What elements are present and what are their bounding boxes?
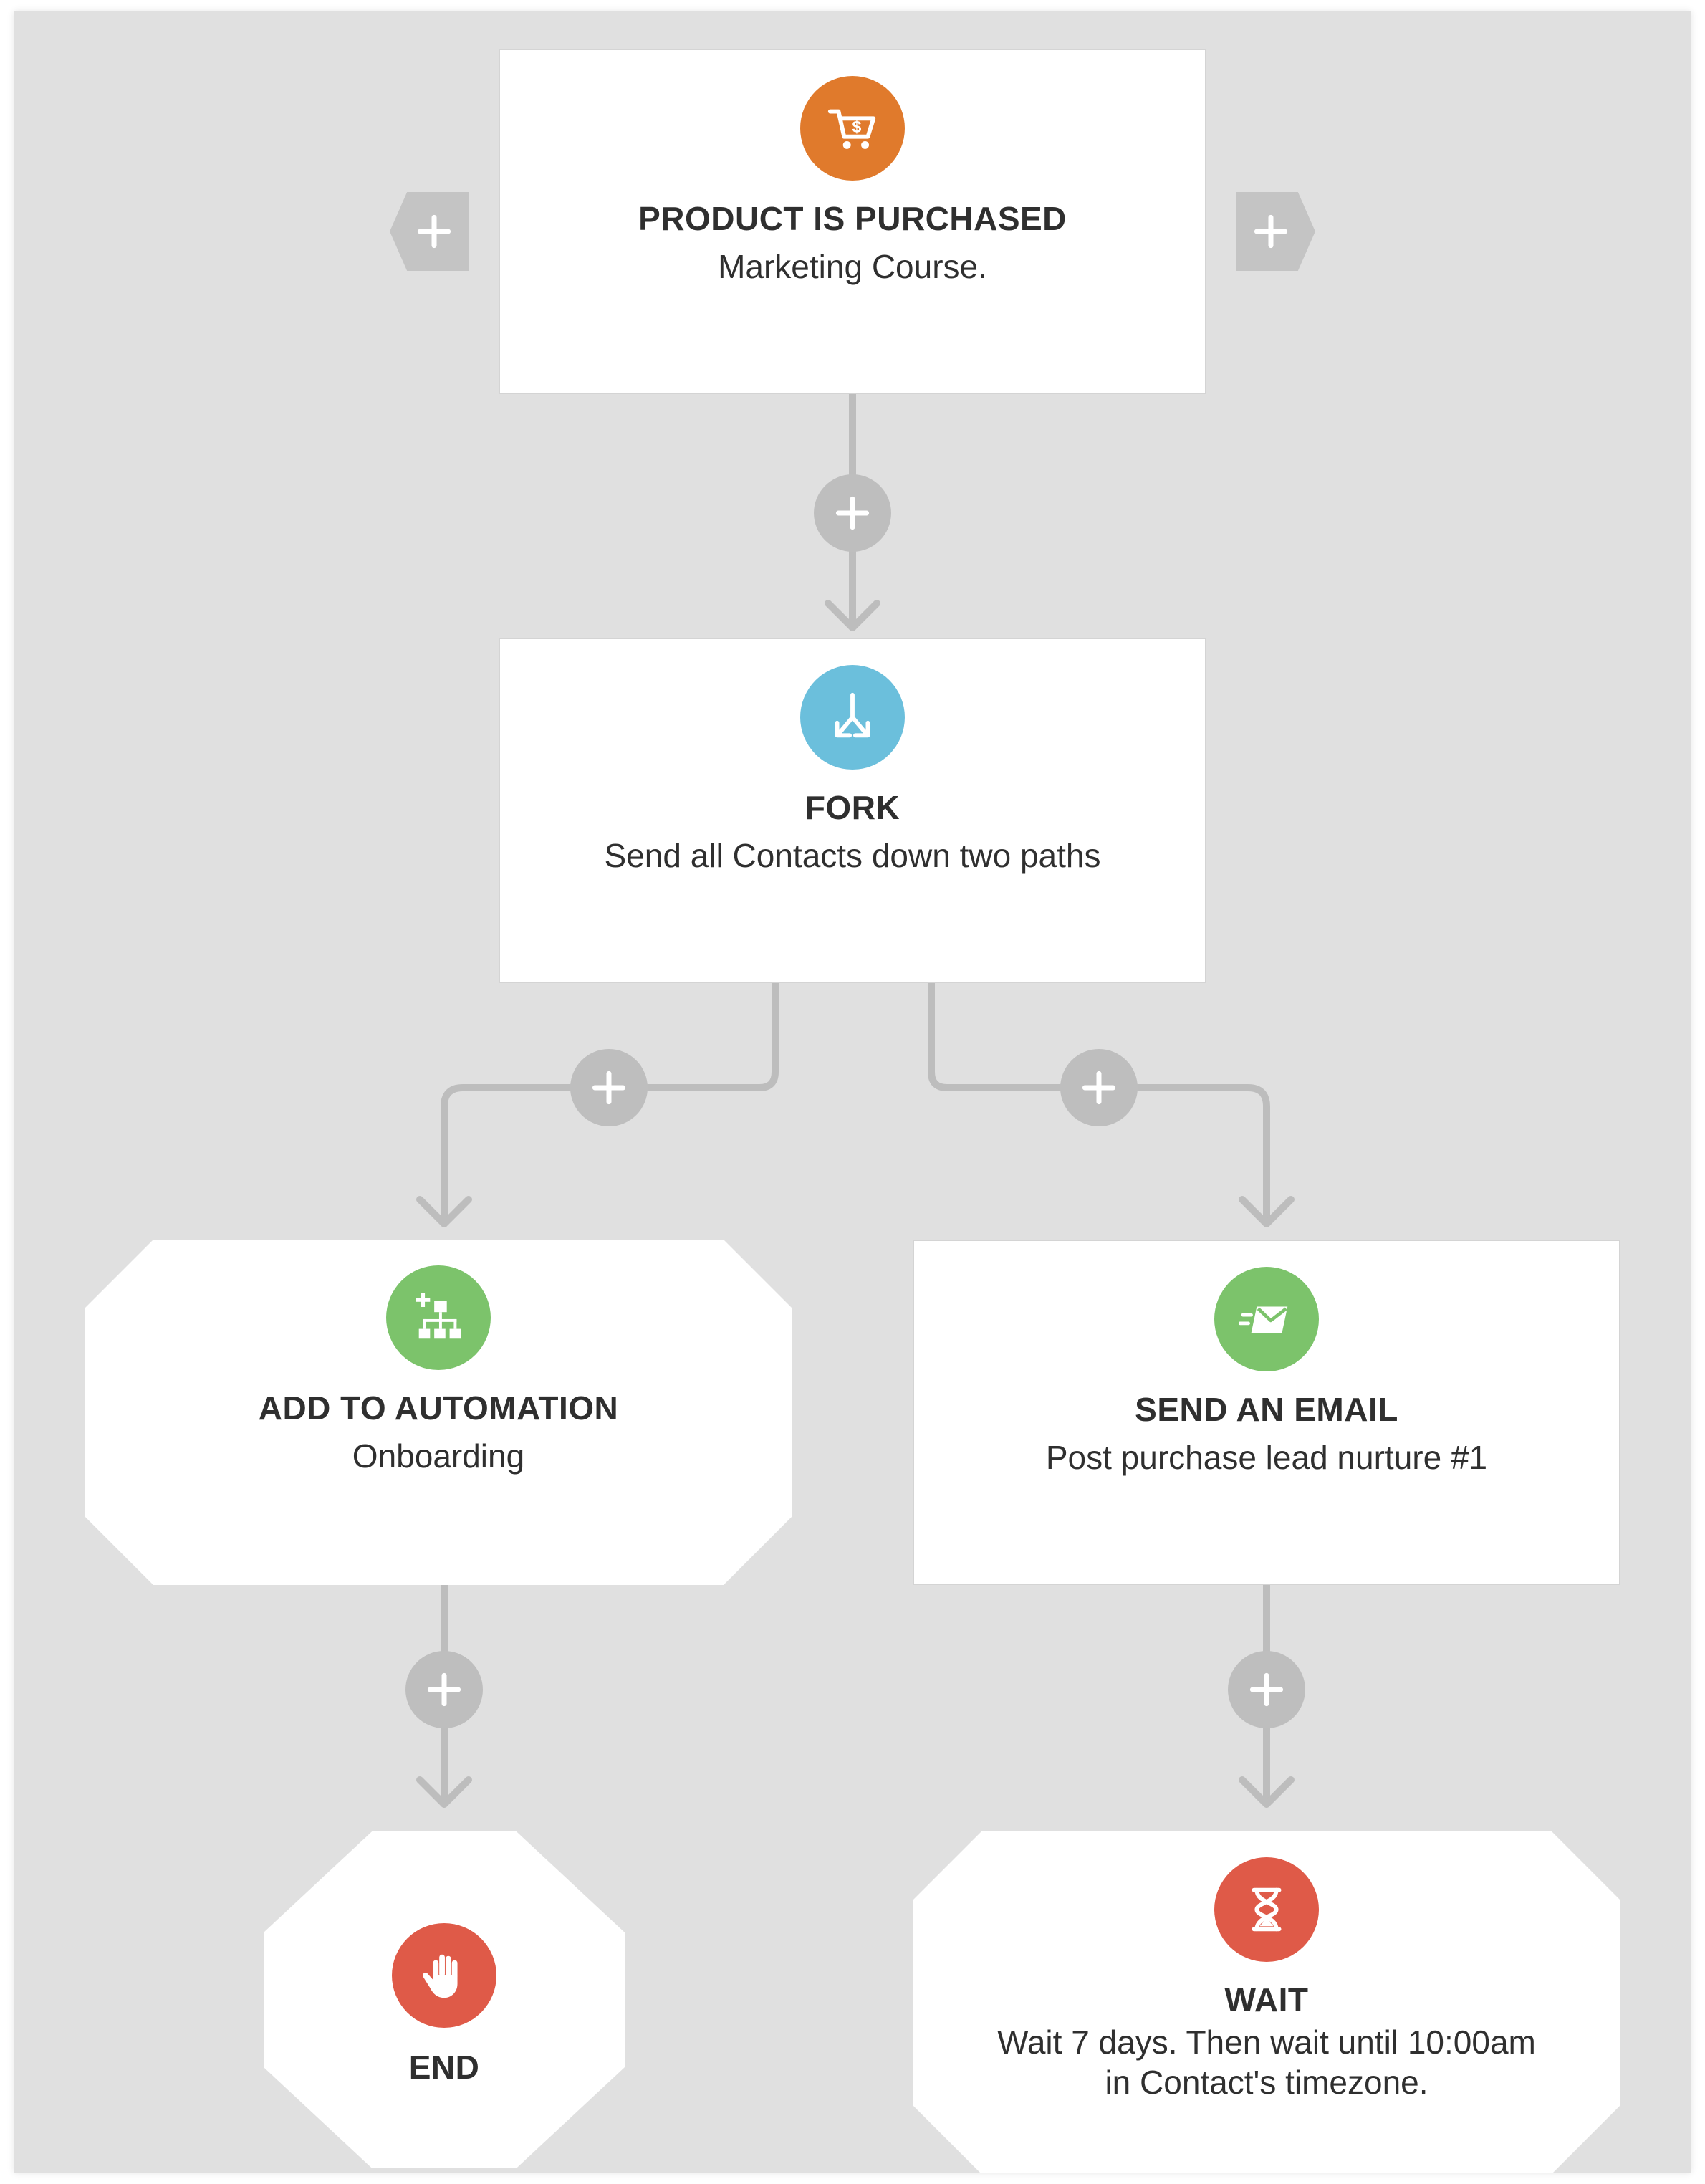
shopping-cart-dollar-icon: $ <box>800 76 905 181</box>
send-email-node[interactable]: SEND AN EMAIL Post purchase lead nurture… <box>913 1240 1620 1585</box>
wait-node[interactable]: WAIT Wait 7 days. Then wait until 10:00a… <box>913 1831 1620 2173</box>
fork-arrows-icon <box>800 665 905 770</box>
hourglass-icon <box>1214 1857 1319 1962</box>
end-title: END <box>408 2049 480 2086</box>
plus-icon <box>417 214 451 249</box>
fork-subtitle: Send all Contacts down two paths <box>604 837 1101 874</box>
send-email-title: SEND AN EMAIL <box>1135 1391 1398 1428</box>
send-email-subtitle: Post purchase lead nurture #1 <box>1045 1439 1488 1476</box>
add-to-automation-subtitle: Onboarding <box>352 1437 525 1475</box>
add-step-after-automation-button[interactable] <box>405 1651 483 1728</box>
hierarchy-add-icon <box>386 1265 491 1370</box>
add-trigger-left-button[interactable] <box>390 192 469 271</box>
add-step-button[interactable] <box>814 474 891 552</box>
add-step-after-email-button[interactable] <box>1228 1651 1305 1728</box>
stop-hand-icon <box>392 1923 496 2028</box>
trigger-subtitle: Marketing Course. <box>718 248 987 285</box>
plus-icon <box>1254 214 1288 249</box>
wait-title: WAIT <box>1224 1981 1309 2018</box>
trigger-title: PRODUCT IS PURCHASED <box>638 200 1067 237</box>
plus-icon <box>835 496 870 530</box>
add-step-right-branch-button[interactable] <box>1060 1049 1138 1126</box>
plus-icon <box>1082 1071 1116 1105</box>
end-node[interactable]: END <box>264 1831 625 2168</box>
fork-title: FORK <box>805 789 900 826</box>
wait-subtitle-line2: in Contact's timezone. <box>1105 2064 1428 2101</box>
add-trigger-right-button[interactable] <box>1236 192 1315 271</box>
wait-subtitle-line1: Wait 7 days. Then wait until 10:00am <box>997 2023 1536 2061</box>
add-to-automation-title: ADD TO AUTOMATION <box>258 1389 619 1427</box>
plus-icon <box>592 1071 626 1105</box>
fork-node[interactable]: FORK Send all Contacts down two paths <box>499 638 1206 983</box>
add-to-automation-node[interactable]: ADD TO AUTOMATION Onboarding <box>85 1240 792 1585</box>
wait-subtitle: Wait 7 days. Then wait until 10:00am in … <box>934 2022 1599 2102</box>
plus-icon <box>427 1672 461 1707</box>
svg-text:$: $ <box>852 118 861 136</box>
send-email-icon <box>1214 1267 1319 1371</box>
trigger-node[interactable]: $ PRODUCT IS PURCHASED Marketing Course. <box>499 49 1206 394</box>
automation-canvas: $ PRODUCT IS PURCHASED Marketing Course.… <box>14 11 1691 2173</box>
add-step-left-branch-button[interactable] <box>570 1049 648 1126</box>
plus-icon <box>1249 1672 1284 1707</box>
